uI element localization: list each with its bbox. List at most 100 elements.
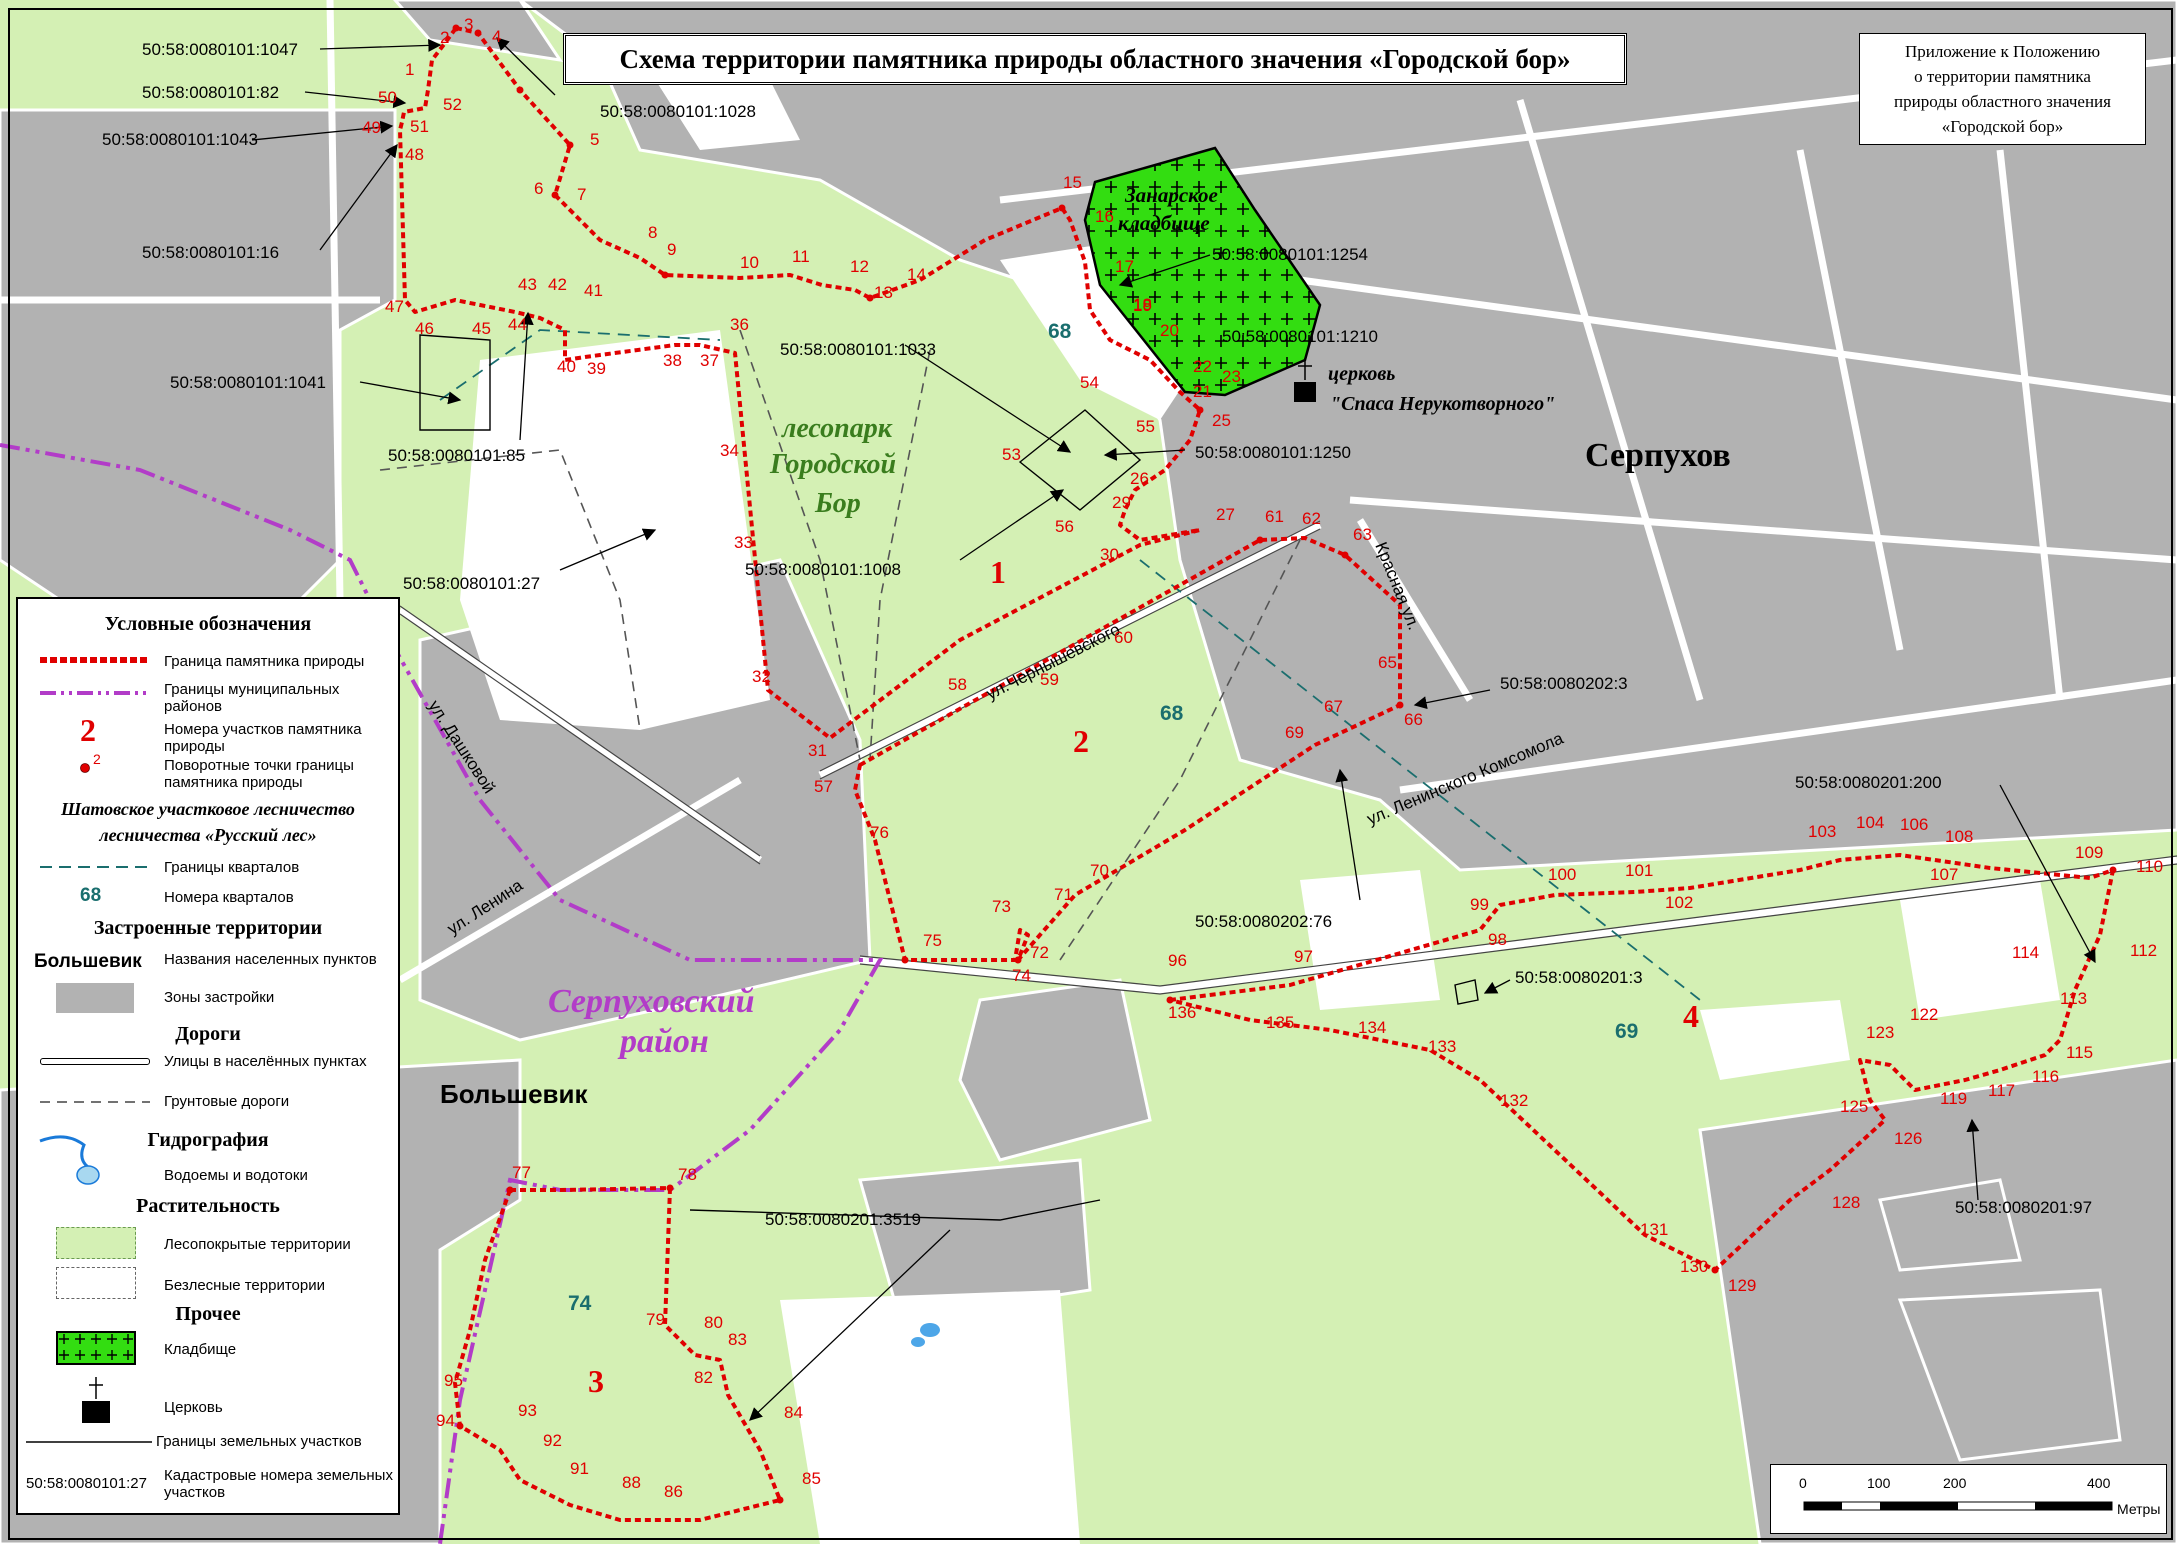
- boundary-point-45: 45: [472, 319, 491, 338]
- legend-turn-point-label: Поворотные точки границы памятника приро…: [164, 757, 354, 791]
- boundary-point-37: 37: [700, 351, 719, 370]
- legend-land-boundary-symbol: [26, 1441, 152, 1443]
- boundary-point-106: 106: [1900, 815, 1928, 834]
- boundary-point-128: 128: [1832, 1193, 1860, 1212]
- church-icon: [1294, 358, 1316, 402]
- map-title-text: Схема территории памятника природы облас…: [619, 43, 1571, 74]
- church-label-2: "Спаса Нерукотворного": [1330, 393, 1555, 415]
- boundary-point-26: 26: [1130, 469, 1149, 488]
- boundary-point-108: 108: [1945, 827, 1973, 846]
- legend-street-label: Улицы в населённых пунктах: [164, 1053, 367, 1070]
- boundary-point-62: 62: [1302, 509, 1321, 528]
- boundary-point-112: 112: [2130, 941, 2157, 960]
- site-number-4: 4: [1683, 998, 1699, 1034]
- boundary-point-123: 123: [1866, 1023, 1894, 1042]
- boundary-point-69: 69: [1285, 723, 1304, 742]
- boundary-point-27: 27: [1216, 505, 1235, 524]
- boundary-point-136: 136: [1168, 1003, 1196, 1022]
- cadastral-1008: 50:58:0080101:1008: [745, 560, 901, 579]
- boundary-point-132: 132: [1500, 1091, 1528, 1110]
- boundary-point-10: 10: [740, 253, 759, 272]
- boundary-point-113: 113: [2060, 989, 2087, 1008]
- scale-tick-0: 0: [1799, 1475, 1807, 1491]
- boundary-point-65: 65: [1378, 653, 1397, 672]
- legend-quarter-label: Границы кварталов: [164, 859, 300, 876]
- legend-church-symbol: [82, 1377, 110, 1423]
- boundary-point-9: 9: [667, 240, 676, 259]
- boundary-point-13: 13: [874, 283, 893, 302]
- cadastral-201-200: 50:58:0080201:200: [1795, 773, 1942, 792]
- boundary-point-70: 70: [1090, 861, 1109, 880]
- boundary-point-46: 46: [415, 319, 434, 338]
- boundary-point-80: 80: [704, 1313, 723, 1332]
- boundary-point-8: 8: [648, 223, 657, 242]
- boundary-point-97: 97: [1294, 947, 1313, 966]
- site-2-boundary: [853, 536, 1402, 962]
- cadastral-202-3: 50:58:0080202:3: [1500, 674, 1628, 693]
- boundary-point-18: 18: [1133, 295, 1152, 314]
- boundary-point-96: 96: [1168, 951, 1187, 970]
- turning-points: [452, 24, 2117, 1504]
- boundary-point-86: 86: [664, 1482, 683, 1501]
- boundary-point-100: 100: [1548, 865, 1576, 884]
- boundary-point-75: 75: [923, 931, 942, 950]
- boundary-point-109: 109: [2075, 843, 2103, 862]
- boundary-point-133: 133: [1428, 1037, 1456, 1056]
- legend-heading: Условные обозначения: [104, 613, 312, 635]
- legend-dirt-road-label: Грунтовые дороги: [164, 1093, 290, 1110]
- site-number-1: 1: [990, 554, 1006, 590]
- boundary-point-57: 57: [814, 777, 833, 796]
- cadastral-labels: 50:58:0080101:1047 50:58:0080101:82 50:5…: [102, 40, 2092, 1229]
- legend-site-number-sample: 2: [80, 712, 96, 748]
- boundary-point-14: 14: [907, 265, 926, 284]
- boundary-point-107: 107: [1930, 865, 1958, 884]
- boundary-point-79: 79: [646, 1310, 665, 1329]
- cadastral-201-97: 50:58:0080201:97: [1955, 1198, 2092, 1217]
- cadastral-1250: 50:58:0080101:1250: [1195, 443, 1351, 462]
- boundary-point-4: 4: [492, 27, 501, 46]
- cadastral-201-3: 50:58:0080201:3: [1515, 968, 1643, 987]
- boundary-point-125: 125: [1840, 1097, 1868, 1116]
- boundary-point-33: 33: [734, 533, 753, 552]
- district-label-1: Серпуховский: [548, 983, 755, 1020]
- boundary-point-59: 59: [1040, 670, 1059, 689]
- cadastral-1254: 50:58:0080101:1254: [1212, 245, 1368, 264]
- appendix-line-3: природы областного значения: [1894, 92, 2111, 111]
- legend-site-number-label: Номера участков памятника природы: [164, 721, 362, 755]
- legend-settlement-sample: Большевик: [34, 951, 142, 972]
- boundary-point-103: 103: [1808, 822, 1836, 841]
- scale-unit: Метры: [2117, 1501, 2161, 1517]
- quarter-boundaries: [439, 329, 1701, 1001]
- municipal-boundary: [0, 443, 884, 1544]
- boundary-point-116: 116: [2032, 1067, 2059, 1086]
- boundary-point-7: 7: [577, 185, 586, 204]
- boundary-point-83: 83: [728, 1330, 747, 1349]
- cadastral-1041: 50:58:0080101:1041: [170, 373, 326, 392]
- street-casings: [399, 520, 2177, 995]
- legend-water-label: Водоемы и водотоки: [164, 1167, 308, 1184]
- boundary-point-60: 60: [1114, 628, 1133, 647]
- legend-quarter-number-sample: 68: [80, 885, 102, 906]
- boundary-point-53: 53: [1002, 445, 1021, 464]
- boundary-point-55: 55: [1136, 417, 1155, 436]
- scale-bar-graphic: [1803, 1501, 2113, 1511]
- boundary-point-5: 5: [590, 130, 599, 149]
- legend-water-symbol: [39, 1135, 100, 1185]
- boundary-point-30: 30: [1100, 545, 1119, 564]
- boundary-point-77: 77: [512, 1163, 531, 1182]
- boundary-point-129: 129: [1728, 1276, 1756, 1295]
- boundary-point-1: 1: [405, 60, 414, 79]
- legend-built-heading: Застроенные территории: [93, 917, 323, 939]
- legend-forestry-heading-1: Шатовское участковое лесничество: [61, 799, 355, 819]
- church-label-1: церковь: [1328, 363, 1395, 385]
- boundary-point-66: 66: [1404, 710, 1423, 729]
- boundary-point-130: 130: [1680, 1257, 1708, 1276]
- forestpark-label-2: Городской: [769, 449, 896, 480]
- appendix-note: Приложение к Положению о территории памя…: [1859, 33, 2146, 145]
- legend-forest-symbol: [56, 1227, 136, 1259]
- legend-land-boundary-label: Границы земельных участков: [156, 1433, 362, 1450]
- boundary-point-58: 58: [948, 675, 967, 694]
- boundary-point-38: 38: [663, 351, 682, 370]
- city-label-serpukhov: Серпухов: [1585, 437, 1731, 474]
